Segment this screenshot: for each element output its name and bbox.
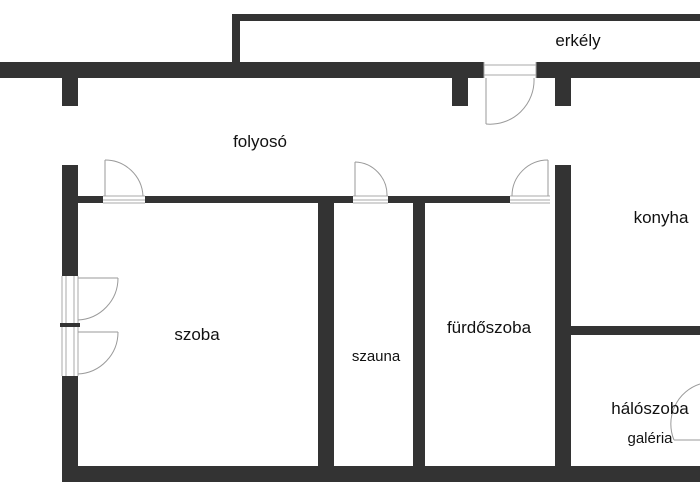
top-wall-stub-3	[555, 76, 571, 106]
balcony-top-wall	[232, 14, 700, 21]
bedroom-door	[670, 383, 700, 441]
corridor-wall-b	[145, 196, 353, 203]
bottom-wall	[62, 466, 700, 482]
room-label: szoba	[174, 325, 220, 344]
bathroom-door	[510, 159, 550, 204]
sauna-door	[353, 161, 388, 204]
partition-room-sauna	[318, 203, 334, 470]
bathroom-label: fürdőszoba	[447, 318, 532, 337]
corridor-wall-c	[388, 196, 510, 203]
kitchen-bedroom-wall	[571, 326, 700, 335]
kitchen-label: konyha	[634, 208, 689, 227]
partition-bath-kitchen	[555, 165, 571, 470]
room-door	[103, 159, 145, 204]
walls	[0, 14, 700, 482]
balcony-door	[483, 62, 537, 125]
top-wall-stub-1	[62, 76, 78, 106]
sauna-label: szauna	[352, 348, 401, 365]
bedroom-label: hálószoba	[611, 399, 689, 418]
gallery-label: galéria	[627, 430, 673, 447]
corridor-wall-a	[78, 196, 103, 203]
balcony-left-wall	[232, 14, 240, 62]
corridor-label: folyosó	[233, 132, 287, 151]
top-wall-stub-2	[452, 76, 468, 106]
top-wall	[0, 62, 700, 78]
left-double-door	[60, 276, 119, 376]
balcony-label: erkély	[555, 31, 601, 50]
partition-sauna-bath	[413, 203, 425, 470]
